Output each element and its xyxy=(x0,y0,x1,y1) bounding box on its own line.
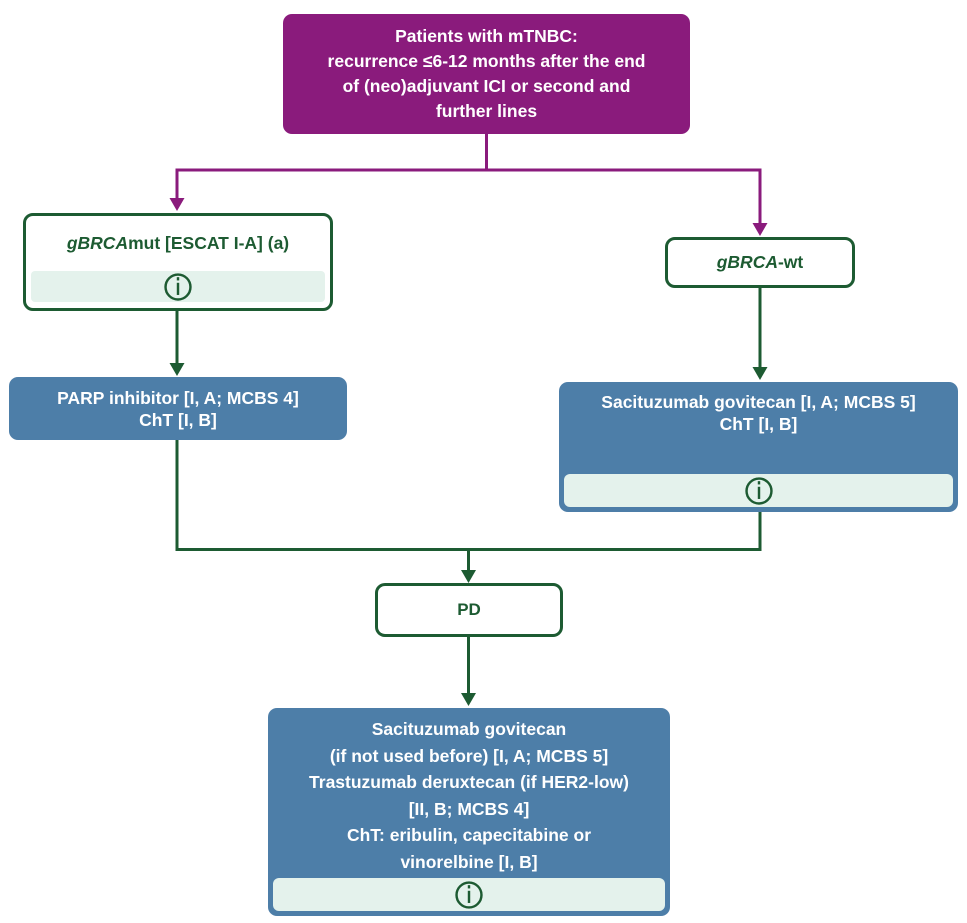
connector-green xyxy=(175,288,762,694)
info-icon xyxy=(744,476,773,505)
arrowheads-purple xyxy=(169,198,768,236)
info-strip[interactable] xyxy=(31,271,325,302)
node-sacituzumab-govitecan: Sacituzumab govitecan [I, A; MCBS 5] ChT… xyxy=(559,382,958,512)
gene-suffix: mut [ESCAT I-A] (a) xyxy=(128,233,290,253)
arrowheads-green xyxy=(169,363,768,706)
info-icon xyxy=(455,880,483,909)
info-strip[interactable] xyxy=(564,474,953,507)
node-sacituzumab-label: Sacituzumab govitecan [I, A; MCBS 5] ChT… xyxy=(601,392,916,434)
node-gbrca-wt-label: gBRCA-wt xyxy=(717,252,804,273)
node-gbrca-wt: gBRCA-wt xyxy=(665,237,855,288)
connector-root-split xyxy=(175,133,762,224)
info-icon xyxy=(164,272,192,301)
gene-symbol: gBRCA xyxy=(66,233,129,253)
info-strip[interactable] xyxy=(273,878,665,911)
gene-suffix: -wt xyxy=(777,252,804,272)
node-later-lines: Sacituzumab govitecan (if not used befor… xyxy=(268,708,670,916)
node-parp-inhibitor: PARP inhibitor [I, A; MCBS 4] ChT [I, B] xyxy=(9,377,347,440)
gene-symbol: gBRCA xyxy=(716,252,778,272)
node-patients-mtnbc: Patients with mTNBC: recurrence ≤6-12 mo… xyxy=(283,14,690,134)
node-pd: PD xyxy=(375,583,563,637)
node-later-lines-label: Sacituzumab govitecan (if not used befor… xyxy=(309,719,629,872)
